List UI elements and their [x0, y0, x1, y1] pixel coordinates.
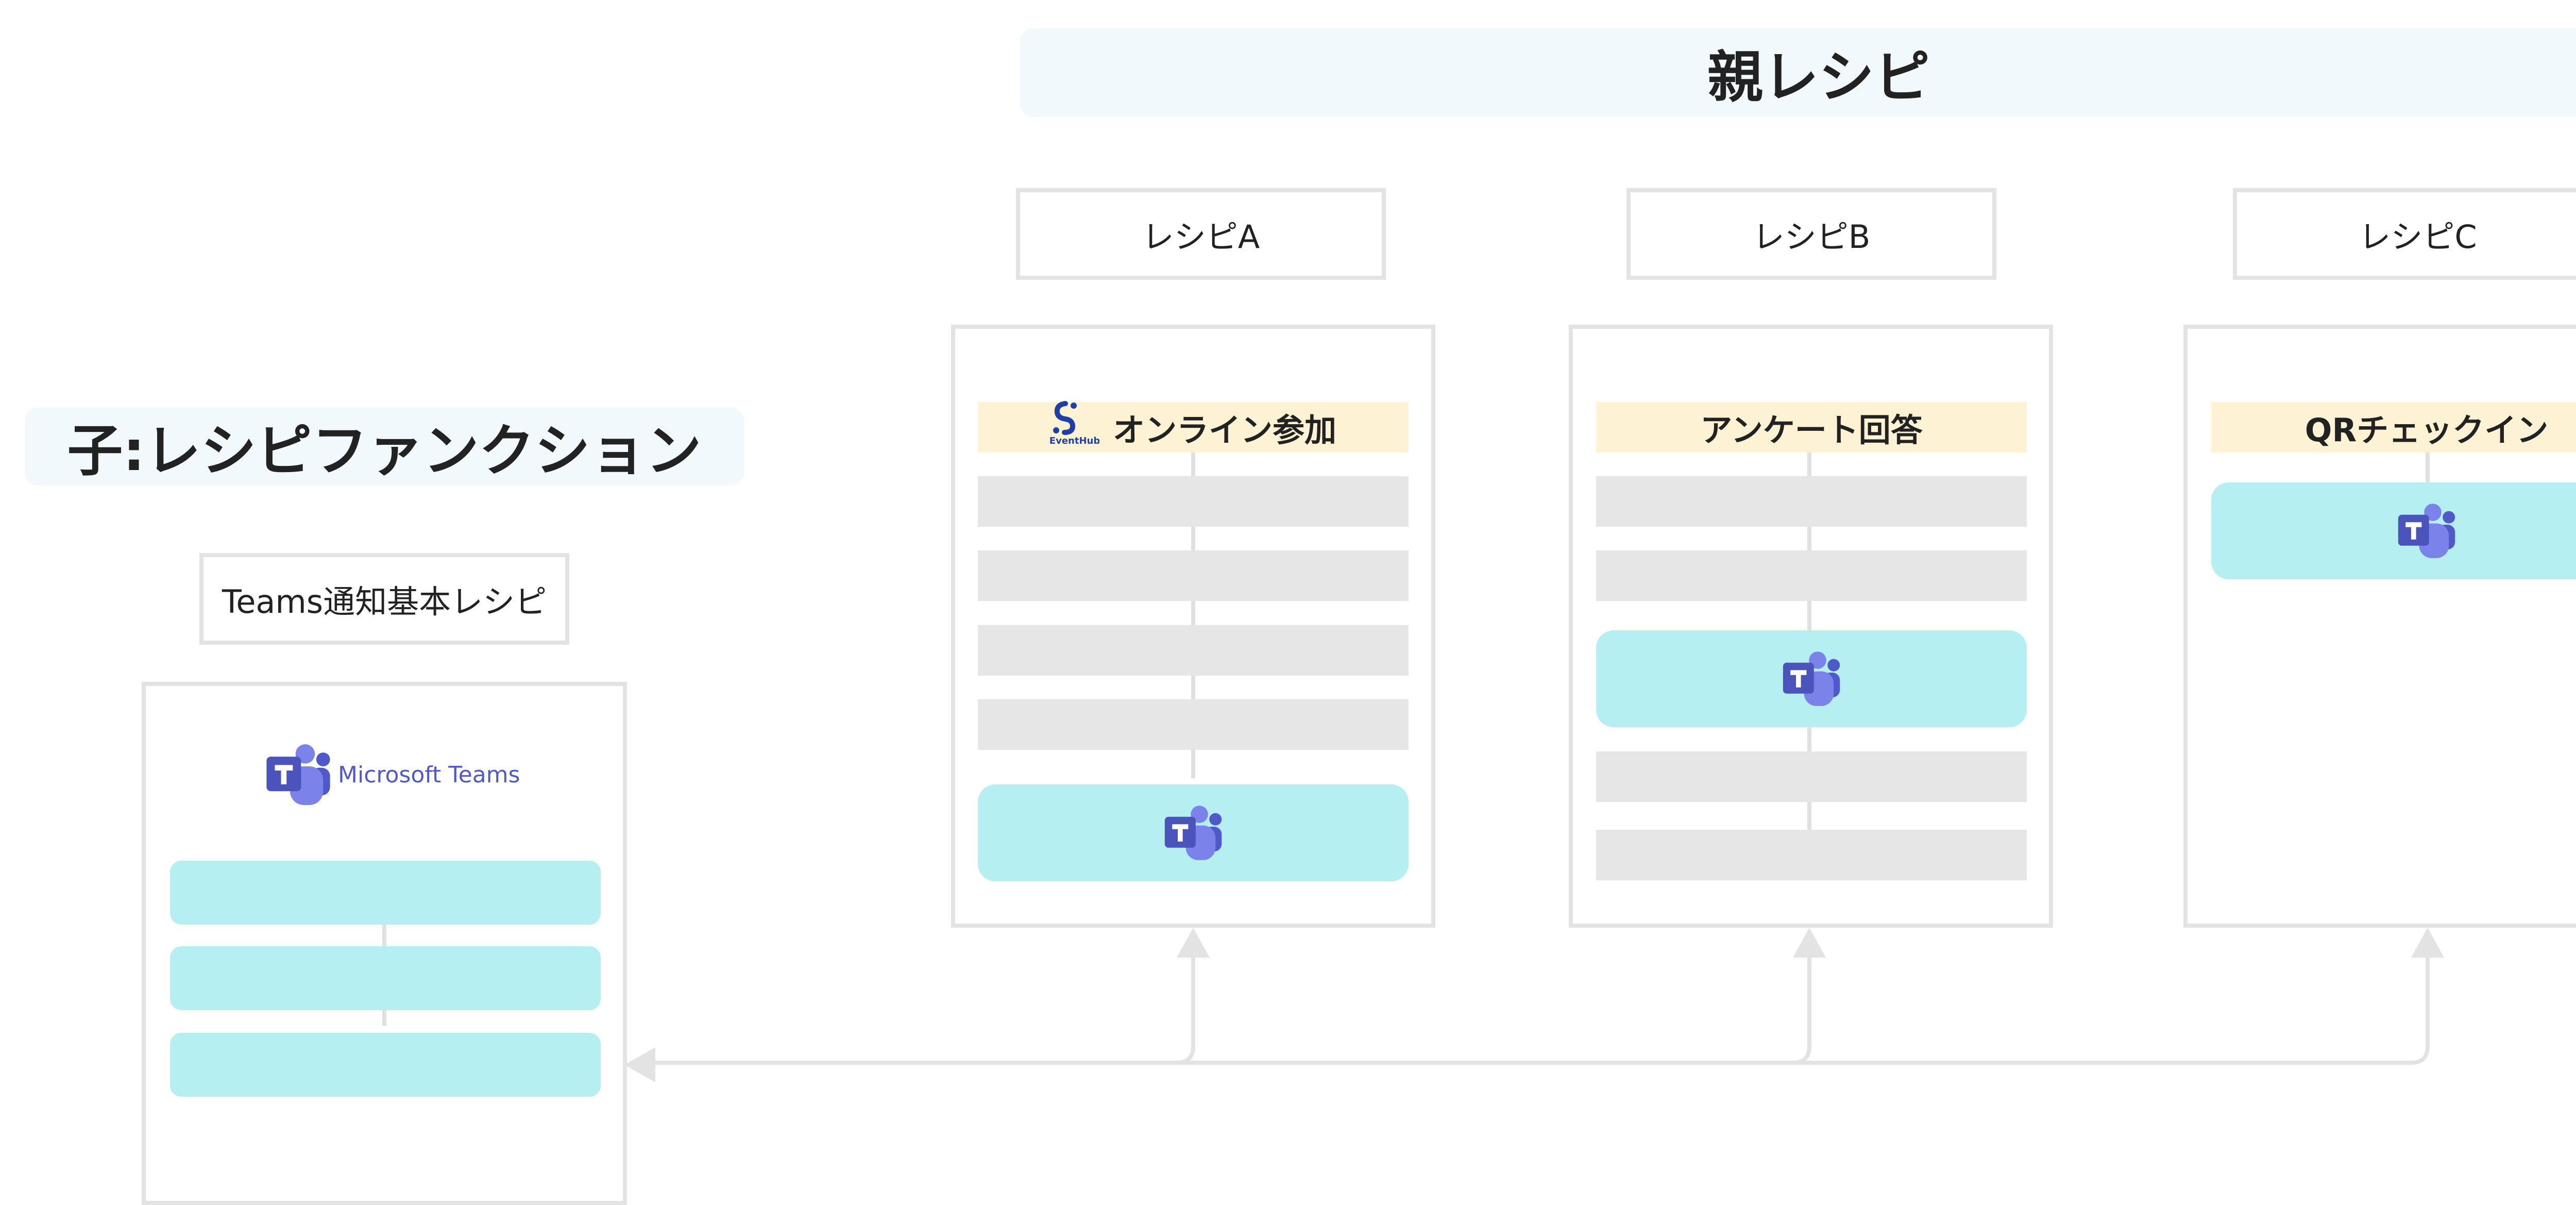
- child-action-step-1[interactable]: [170, 861, 601, 925]
- recipe-a-step-2[interactable]: [978, 550, 1409, 601]
- parent-recipe-title: 親レシピ: [1707, 45, 1930, 110]
- recipe-c-call-function-step[interactable]: [2211, 482, 2576, 579]
- child-recipe-banner: 子:レシピファンクション: [25, 407, 744, 486]
- recipe-a-call-function-step[interactable]: [978, 784, 1409, 881]
- microsoft-teams-icon: [264, 740, 333, 809]
- recipe-c-trigger-label: QRチェックイン: [2304, 411, 2549, 449]
- microsoft-teams-icon: [2396, 500, 2458, 562]
- recipe-a-step-4[interactable]: [978, 699, 1409, 750]
- connector-branch-b: [1791, 936, 1811, 1065]
- microsoft-teams-logo-text: Microsoft Teams: [338, 761, 520, 788]
- recipe-b-trigger[interactable]: アンケート回答: [1596, 402, 2027, 453]
- arrow-head-recipe-b: [1793, 928, 1826, 958]
- recipe-b-trigger-label: アンケート回答: [1700, 411, 1923, 449]
- recipe-a-step-3[interactable]: [978, 625, 1409, 676]
- recipe-b-step-3[interactable]: [1596, 751, 2027, 802]
- microsoft-teams-icon: [1781, 648, 1842, 710]
- recipe-c-label-box[interactable]: レシピC: [2233, 188, 2576, 280]
- child-action-step-3[interactable]: [170, 1033, 601, 1097]
- recipe-b-label: レシピB: [1752, 218, 1871, 256]
- child-action-step-2[interactable]: [170, 946, 601, 1010]
- recipe-b-step-2[interactable]: [1596, 550, 2027, 601]
- arrow-head-child: [624, 1047, 655, 1082]
- child-recipe-title: 子:レシピファンクション: [67, 419, 702, 483]
- recipe-b-step-4[interactable]: [1596, 830, 2027, 880]
- child-recipe-label-box[interactable]: Teams通知基本レシピ: [199, 553, 569, 645]
- recipe-a-step-1[interactable]: [978, 476, 1409, 527]
- recipe-a-label: レシピA: [1142, 218, 1260, 256]
- recipe-c-trigger[interactable]: QRチェックイン: [2211, 402, 2576, 453]
- recipe-a-trigger-label: オンライン参加: [1112, 411, 1336, 449]
- recipe-b-call-function-step[interactable]: [1596, 630, 2027, 727]
- parent-recipe-banner: 親レシピ: [1020, 28, 2576, 117]
- recipe-a-label-box[interactable]: レシピA: [1016, 188, 1386, 280]
- recipe-c-label: レシピC: [2359, 218, 2477, 256]
- microsoft-teams-icon: [1162, 802, 1224, 864]
- recipe-b-step-1[interactable]: [1596, 476, 2027, 527]
- recipe-c-flow-line: [2426, 448, 2430, 484]
- child-recipe-label: Teams通知基本レシピ: [222, 583, 547, 621]
- arrow-head-recipe-a: [1177, 928, 1210, 958]
- recipe-a-trigger[interactable]: EventHub オンライン参加: [978, 400, 1409, 455]
- connector-branch-a: [1175, 936, 1195, 1065]
- eventhub-logo-icon: EventHub: [1049, 400, 1100, 455]
- recipe-b-label-box[interactable]: レシピB: [1626, 188, 1996, 280]
- microsoft-teams-logo: Microsoft Teams: [264, 741, 521, 808]
- connector-main-line: [645, 936, 2430, 1065]
- eventhub-logo-text: EventHub: [1050, 436, 1099, 446]
- arrow-head-recipe-c: [2411, 928, 2444, 958]
- recipe-a-flow-line: [1191, 448, 1195, 778]
